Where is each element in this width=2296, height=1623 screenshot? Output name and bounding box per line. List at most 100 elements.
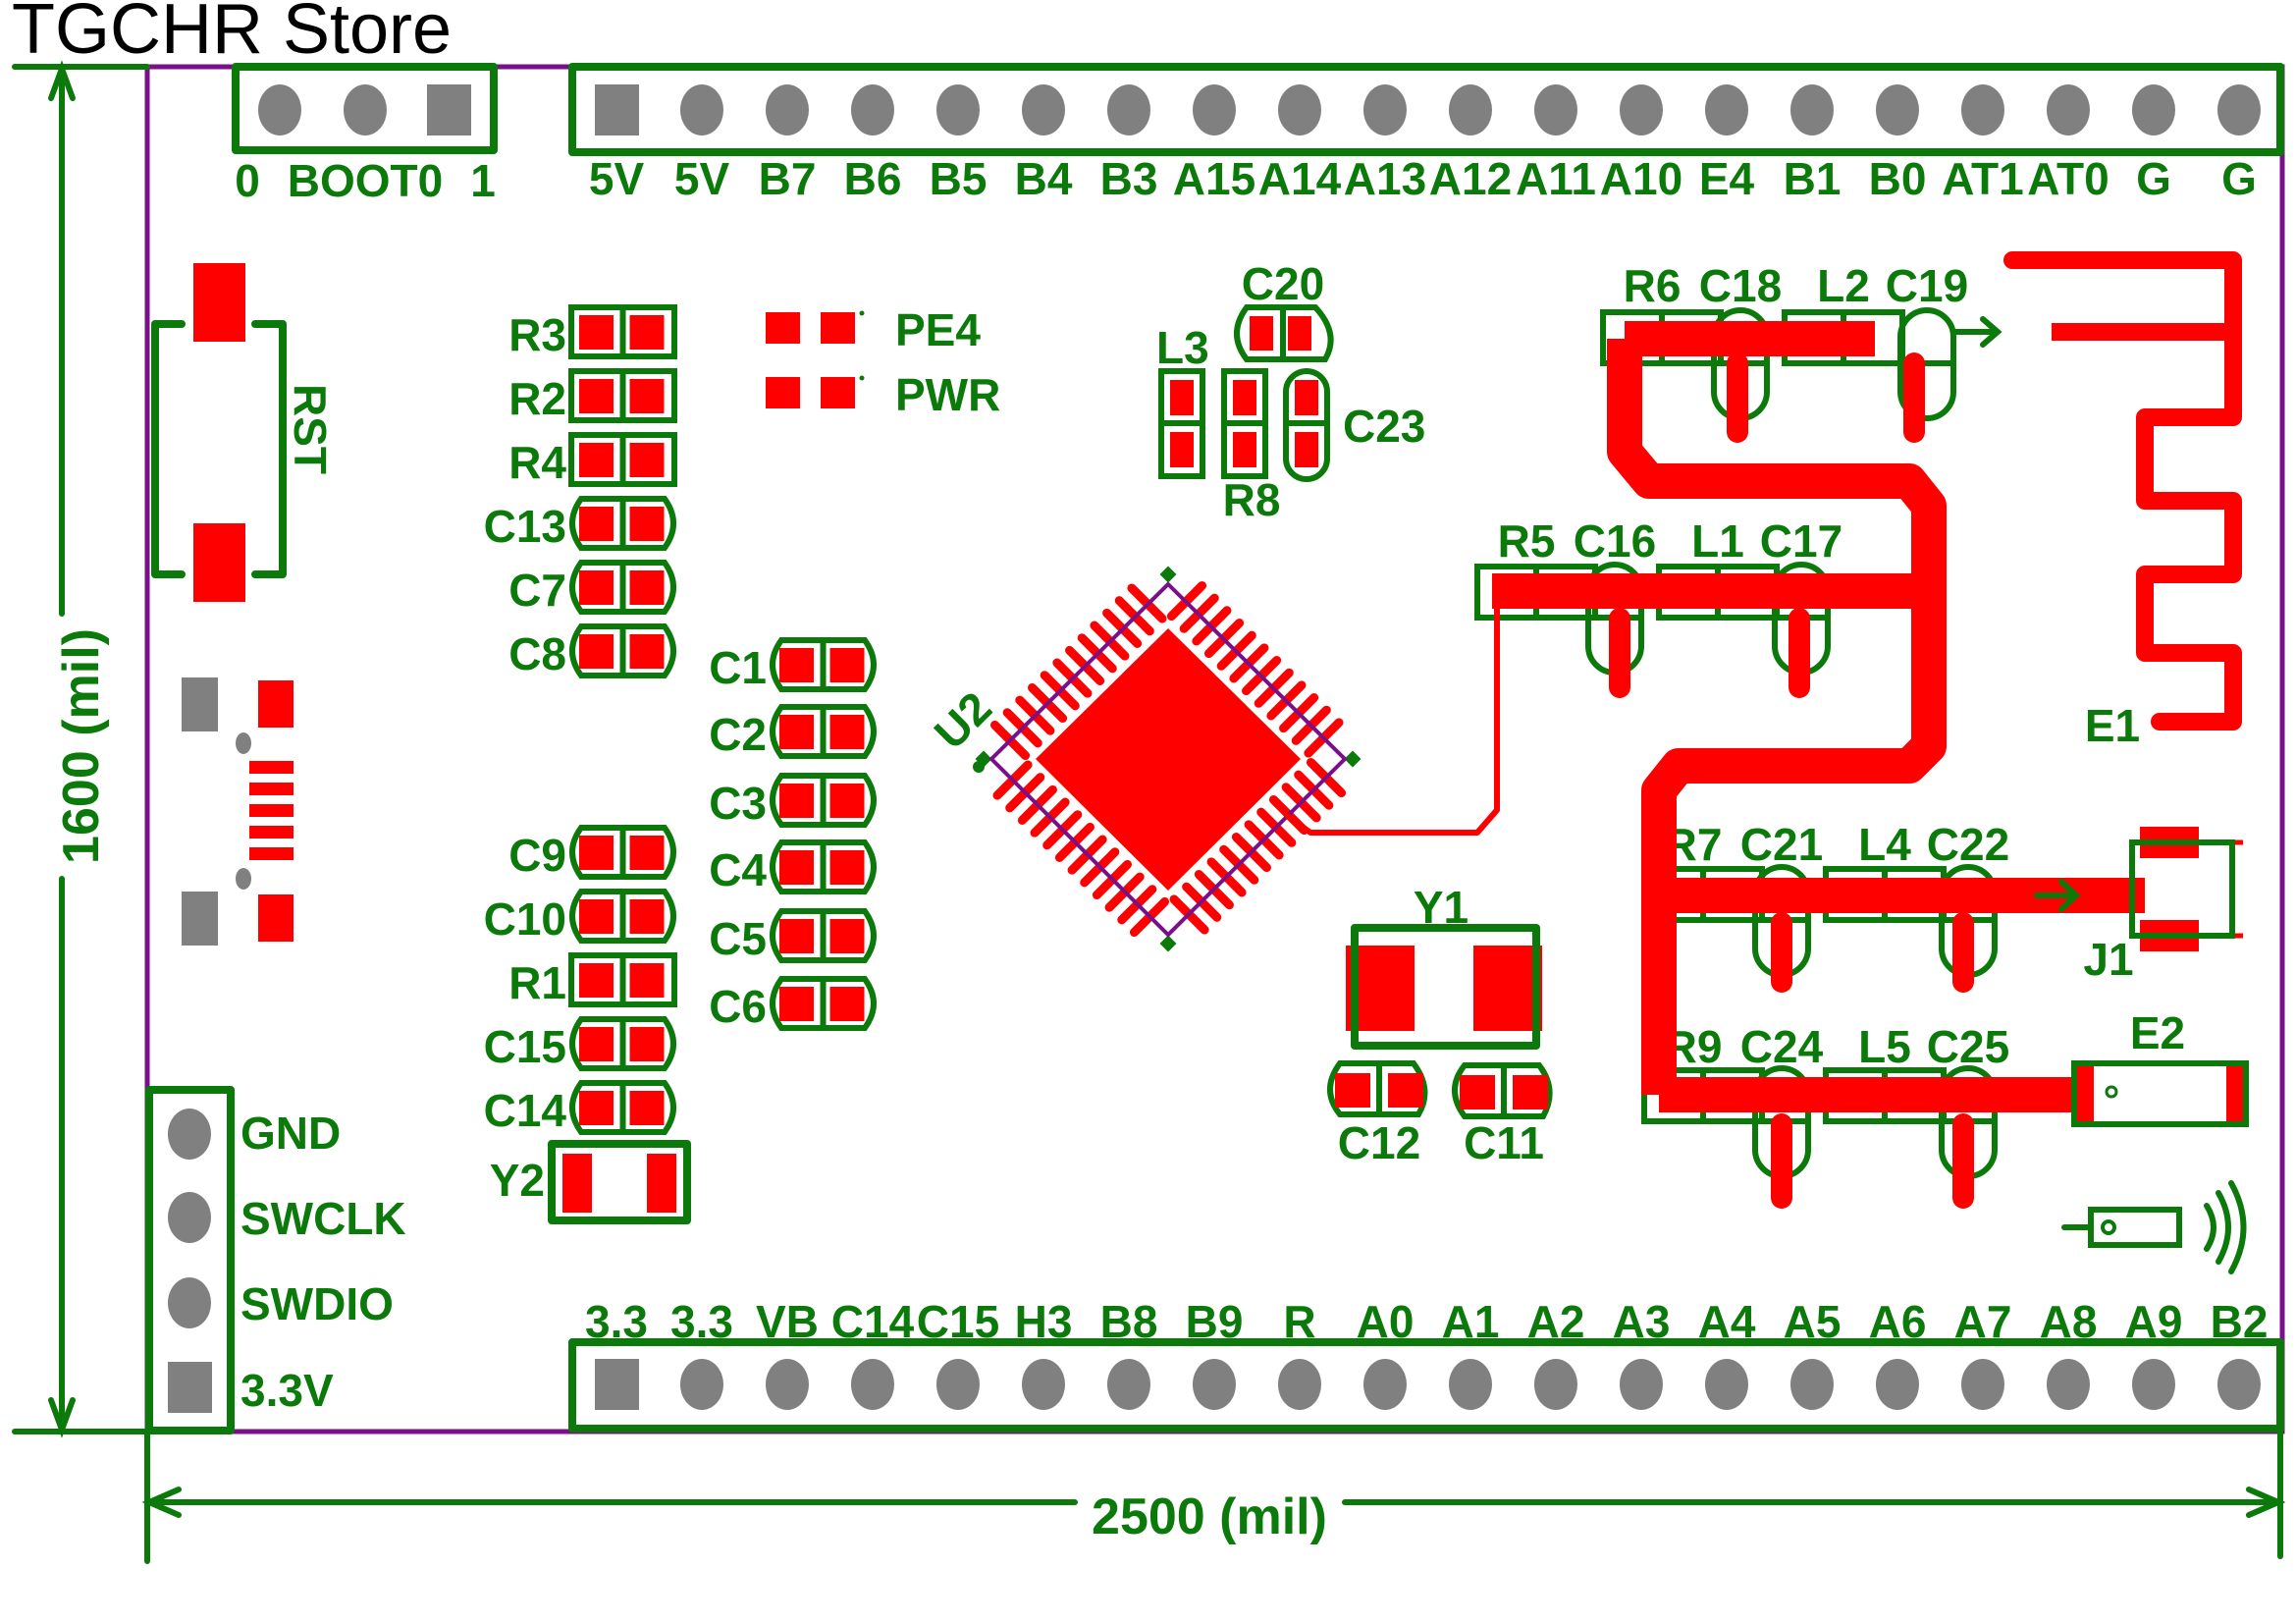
boot-header[interactable]: 0 BOOT0 1 — [232, 63, 498, 206]
bottom-header-pin[interactable] — [595, 1359, 639, 1410]
comp-r1[interactable]: R1 — [508, 952, 677, 1008]
top-header-pin[interactable] — [1193, 84, 1236, 135]
cluster-c23[interactable]: C23 — [1283, 368, 1425, 482]
led-pe4[interactable]: PE4 — [766, 304, 981, 355]
c12-label: C12 — [1338, 1117, 1420, 1168]
cluster-r8[interactable]: R8 — [1221, 368, 1281, 525]
bottom-header-pin[interactable] — [2132, 1359, 2175, 1410]
crystal-y2[interactable]: Y2 — [490, 1140, 691, 1224]
top-header-pin[interactable] — [680, 84, 723, 135]
reset-button[interactable]: RST — [151, 263, 336, 602]
height-dimension: 1600 (mil) — [12, 60, 150, 1438]
top-header-pin[interactable] — [1705, 84, 1748, 135]
top-header-pin-label: B4 — [1015, 153, 1073, 204]
bottom-header-pin[interactable] — [936, 1359, 980, 1410]
crystal-y1[interactable]: Y1 — [1346, 882, 1542, 1050]
bottom-header-pin[interactable] — [680, 1359, 723, 1410]
swd-pin-gnd[interactable] — [168, 1109, 211, 1160]
comp-c5[interactable]: C5 — [709, 908, 877, 964]
comp-c13[interactable]: C13 — [484, 496, 676, 552]
led-pwr[interactable]: PWR — [766, 369, 1000, 420]
comp-c2[interactable]: C2 — [709, 704, 877, 760]
top-header-pin[interactable] — [1278, 84, 1321, 135]
boot-pin-center[interactable] — [344, 84, 387, 135]
swd-pin-3v3[interactable] — [168, 1362, 212, 1413]
bottom-header-pin[interactable] — [2047, 1359, 2090, 1410]
bottom-header-pin[interactable] — [851, 1359, 894, 1410]
mcu-u2[interactable]: U2 — [925, 566, 1500, 952]
top-header-pin[interactable] — [1534, 84, 1577, 135]
cluster-l3[interactable]: L3 — [1156, 322, 1209, 479]
comp-c8[interactable]: C8 — [508, 623, 676, 679]
top-header-pin[interactable] — [1790, 84, 1834, 135]
top-header-pin[interactable] — [1449, 84, 1492, 135]
bottom-header-pin[interactable] — [1534, 1359, 1577, 1410]
bottom-header-pin[interactable] — [1876, 1359, 1919, 1410]
bottom-header-pin[interactable] — [766, 1359, 809, 1410]
bottom-header-pin[interactable] — [1278, 1359, 1321, 1410]
antenna-e1[interactable]: E1 — [1950, 251, 2242, 751]
top-header-pin[interactable] — [595, 84, 639, 135]
top-header-pin[interactable] — [851, 84, 894, 135]
swd-header[interactable]: GND SWCLK SWDIO 3.3V — [145, 1086, 406, 1434]
comp-c1[interactable]: C1 — [709, 637, 877, 693]
comp-c3-label: C3 — [709, 778, 767, 829]
top-header-pin[interactable] — [1022, 84, 1065, 135]
bottom-header-pin[interactable] — [1705, 1359, 1748, 1410]
top-header-pin[interactable] — [2047, 84, 2090, 135]
boot-pin-0[interactable] — [258, 84, 301, 135]
top-header-pin[interactable] — [2217, 84, 2261, 135]
top-header-pin[interactable] — [1107, 84, 1150, 135]
cap-c12[interactable]: C12 — [1327, 1060, 1428, 1168]
top-header-pin[interactable] — [1876, 84, 1919, 135]
bottom-header-pin-label: B9 — [1186, 1296, 1244, 1347]
comp-r3[interactable]: R3 — [508, 304, 677, 360]
top-header-pin-label: B3 — [1100, 153, 1158, 204]
top-header-pin[interactable] — [2132, 84, 2175, 135]
comp-c14[interactable]: C14 — [484, 1080, 676, 1136]
bottom-header-pin[interactable] — [1022, 1359, 1065, 1410]
connector-j1[interactable]: J1 — [2034, 827, 2243, 985]
bottom-header-pin-label: A9 — [2125, 1296, 2183, 1347]
rf-l4-label: L4 — [1858, 819, 1911, 870]
top-header-pin-label: A15 — [1173, 153, 1255, 204]
bottom-header-pin[interactable] — [1790, 1359, 1834, 1410]
crystal-y1-label: Y1 — [1414, 882, 1468, 933]
bottom-header-pin[interactable] — [1620, 1359, 1663, 1410]
bottom-header-pin-label: C14 — [831, 1296, 915, 1347]
top-header-pin[interactable] — [936, 84, 980, 135]
bottom-header-pin[interactable] — [1363, 1359, 1407, 1410]
comp-c15[interactable]: C15 — [484, 1016, 676, 1072]
comp-c9-label: C9 — [508, 830, 566, 881]
comp-r2[interactable]: R2 — [508, 368, 677, 424]
comp-c3[interactable]: C3 — [709, 773, 877, 829]
bottom-header-pin[interactable] — [1449, 1359, 1492, 1410]
top-header-pin[interactable] — [766, 84, 809, 135]
usb-connector[interactable] — [182, 677, 294, 946]
top-header-pin[interactable] — [1363, 84, 1407, 135]
bottom-header-pin[interactable] — [1193, 1359, 1236, 1410]
swd-pin-swdio[interactable] — [168, 1277, 211, 1328]
bottom-header-pin-label: 3.3 — [585, 1296, 648, 1347]
top-header-pin[interactable] — [1620, 84, 1663, 135]
swd-pin-swclk[interactable] — [168, 1192, 211, 1243]
antenna-e2[interactable]: E2 — [2071, 1007, 2249, 1127]
cluster-c20[interactable]: C20 — [1234, 258, 1334, 362]
top-header-pin[interactable] — [1961, 84, 2004, 135]
bottom-header-pin[interactable] — [2217, 1359, 2261, 1410]
comp-r4[interactable]: R4 — [508, 432, 677, 488]
cap-c11[interactable]: C11 — [1452, 1062, 1553, 1168]
comp-c7-label: C7 — [508, 565, 566, 616]
comp-c6[interactable]: C6 — [709, 976, 877, 1032]
bottom-header-pin-label: A7 — [1954, 1296, 2012, 1347]
comp-c10[interactable]: C10 — [484, 889, 676, 945]
boot-pin-1[interactable] — [427, 84, 471, 135]
comp-c4[interactable]: C4 — [709, 839, 877, 895]
comp-c9[interactable]: C9 — [508, 825, 676, 881]
bottom-header-pin[interactable] — [1961, 1359, 2004, 1410]
comp-c7[interactable]: C7 — [508, 560, 676, 616]
bottom-header-pin[interactable] — [1107, 1359, 1150, 1410]
